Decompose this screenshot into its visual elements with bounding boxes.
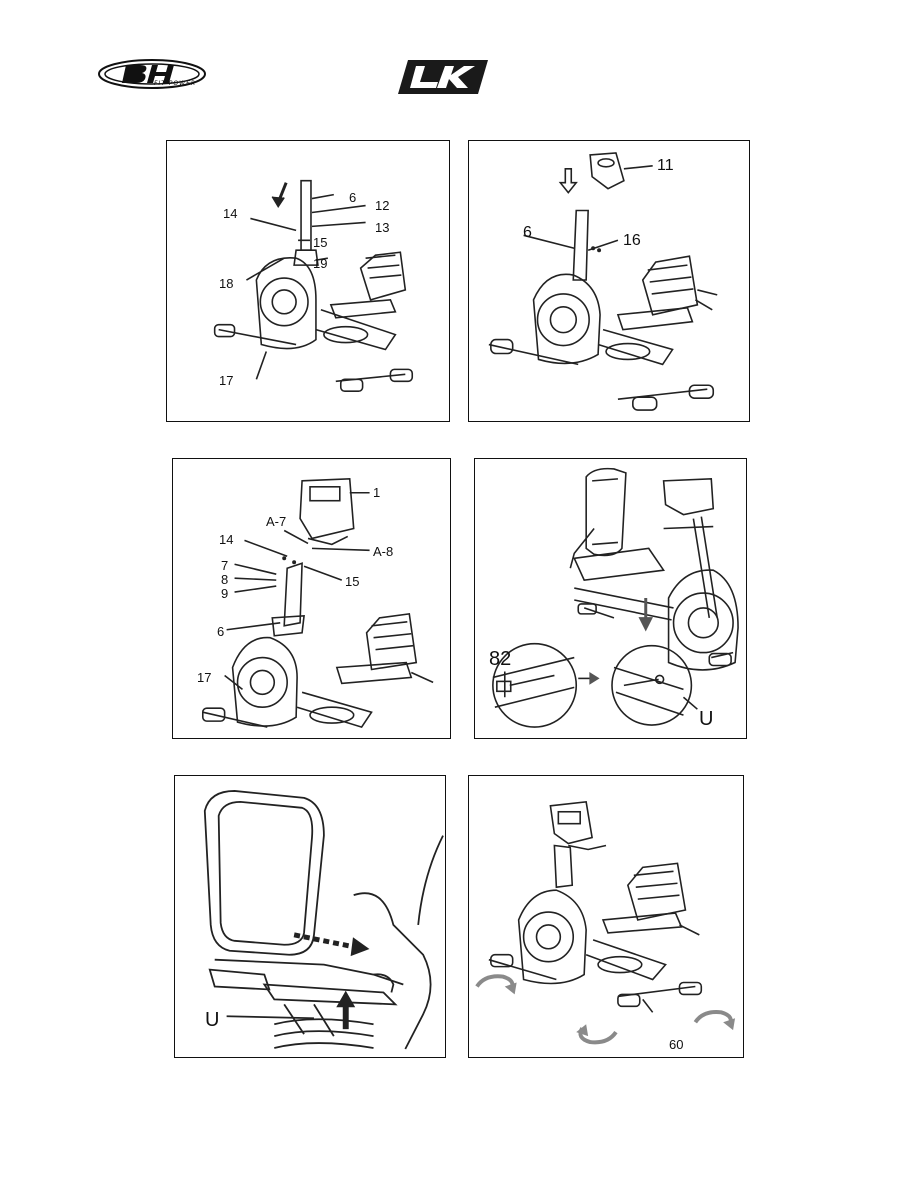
label-6: 6 — [523, 224, 532, 241]
bh-logo: FIT POWER — [96, 56, 208, 92]
label-12: 12 — [375, 198, 390, 213]
label-18: 18 — [219, 276, 234, 291]
label-11: 11 — [657, 157, 674, 174]
figure-5-drawing — [203, 790, 444, 1050]
label-7: 7 — [221, 558, 229, 573]
label-19: 19 — [313, 256, 328, 271]
label-A-7: A-7 — [266, 514, 287, 529]
label-16: 16 — [623, 232, 641, 249]
label-15: 15 — [345, 574, 360, 589]
figure-1-drawing — [213, 179, 414, 393]
bh-logo-mark — [98, 59, 206, 89]
label-14: 14 — [223, 206, 238, 221]
label-15: 15 — [313, 235, 328, 250]
assembly-figure-1: 6 12 13 14 15 18 19 17 — [166, 140, 450, 422]
label-1: 1 — [373, 485, 381, 500]
label-A-8: A-8 — [373, 544, 394, 559]
label-9: 9 — [221, 586, 229, 601]
label-6: 6 — [217, 624, 225, 639]
figure-6-drawing — [475, 800, 736, 1045]
label-13: 13 — [375, 220, 390, 235]
label-U: U — [699, 708, 714, 730]
label-17: 17 — [219, 373, 234, 388]
label-U: U — [205, 1009, 220, 1031]
lk-logo-mark — [398, 60, 488, 94]
label-82: 82 — [489, 648, 512, 670]
assembly-figure-3: 1 A-7 14 A-8 7 8 9 15 6 17 — [172, 458, 451, 739]
label-60: 60 — [669, 1037, 684, 1052]
figure-3-drawing — [201, 478, 434, 729]
label-8: 8 — [221, 572, 229, 587]
label-14: 14 — [219, 532, 234, 547]
lk-logo — [398, 60, 488, 94]
assembly-figure-5: U — [174, 775, 446, 1058]
label-17: 17 — [197, 670, 212, 685]
assembly-figure-2: 11 6 16 — [468, 140, 750, 422]
figure-2-drawing — [488, 152, 718, 411]
assembly-figure-4: 82 U — [474, 458, 747, 739]
assembly-figure-6: 60 — [468, 775, 744, 1058]
label-6: 6 — [349, 190, 357, 205]
figure-4-drawing — [492, 467, 739, 728]
bh-tagline: FIT POWER — [154, 80, 197, 87]
